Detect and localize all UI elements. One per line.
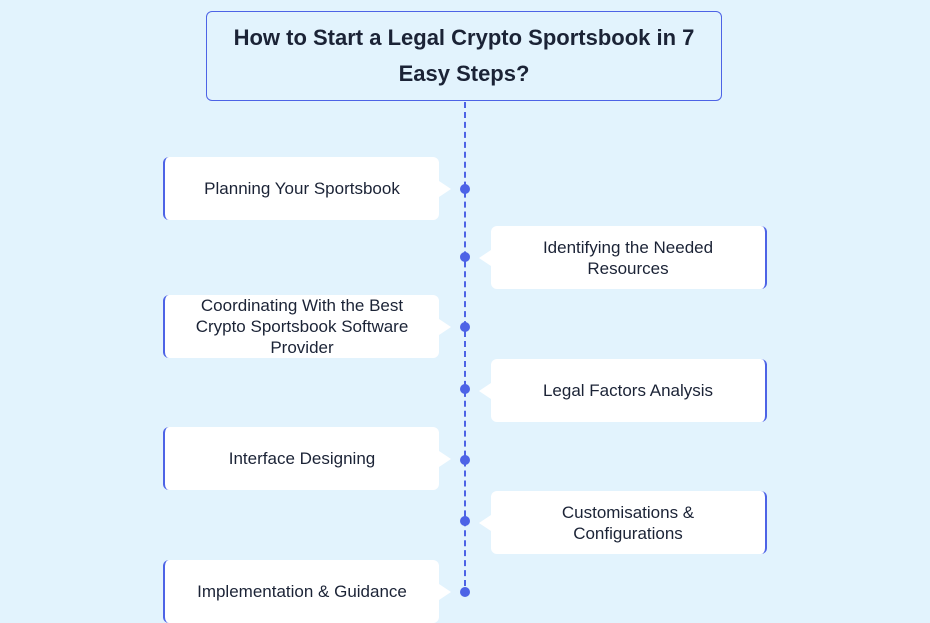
step-label-7: Implementation & Guidance [197, 582, 407, 601]
timeline-dot-2 [460, 252, 470, 262]
step-label-2: Identifying the Needed Resources [542, 237, 714, 278]
step-card-3: Coordinating With the Best Crypto Sports… [163, 295, 439, 358]
step-card-7: Implementation & Guidance [163, 560, 439, 623]
timeline-dot-6 [460, 516, 470, 526]
step-label-6: Customisations & Configurations [561, 502, 695, 543]
timeline-dot-1 [460, 184, 470, 194]
timeline-dot-5 [460, 455, 470, 465]
step-card-2: Identifying the Needed Resources [491, 226, 767, 289]
step-card-4: Legal Factors Analysis [491, 359, 767, 422]
step-card-6: Customisations & Configurations [491, 491, 767, 554]
step-card-1: Planning Your Sportsbook [163, 157, 439, 220]
step-label-3: Coordinating With the Best Crypto Sports… [195, 296, 409, 357]
timeline-dot-7 [460, 587, 470, 597]
diagram-title: How to Start a Legal Crypto Sportsbook i… [206, 11, 722, 101]
step-label-5: Interface Designing [228, 449, 376, 468]
step-label-1: Planning Your Sportsbook [204, 179, 400, 198]
timeline-dot-4 [460, 384, 470, 394]
timeline-dot-3 [460, 322, 470, 332]
step-label-4: Legal Factors Analysis [542, 381, 714, 400]
step-card-5: Interface Designing [163, 427, 439, 490]
timeline-line [464, 102, 466, 596]
